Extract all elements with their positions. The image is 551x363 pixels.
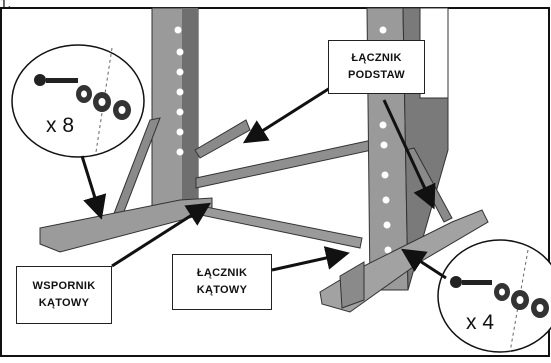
callout-angle-connector-line-2: KĄTOWY [196,284,248,296]
callout-base-connector-line-1: ŁĄCZNIK [351,52,402,64]
callout-angle-connector: ŁĄCZNIK KĄTOWY [172,254,272,310]
hardware-circle-bottom-right [437,239,551,353]
arrow-base-connector-left [242,86,331,144]
pointer-arrows [80,86,447,280]
hardware-circle-top-left [11,44,145,158]
step-number: 1. [0,0,12,12]
callout-angle-brace-line-2: KĄTOWY [38,297,90,309]
callout-angle-connector-line-1: ŁĄCZNIK [196,267,248,279]
bolt-icon [450,276,492,288]
quantity-label-top-left: x 8 [46,114,75,137]
callout-angle-brace: WSPORNIK KĄTOWY [16,266,112,324]
arrow-bottom-right-to-foot [400,248,447,280]
callout-base-connector-line-2: PODSTAW [348,69,405,81]
arrow-base-connector-right [382,99,436,210]
left-upright-column [151,7,199,209]
arrow-top-left-to-foot [80,155,107,220]
callout-angle-brace-line-1: WSPORNIK [32,280,96,292]
quantity-label-bottom-right: x 4 [466,311,495,334]
arrow-angle-connector [271,246,350,272]
callout-base-connector: ŁĄCZNIK PODSTAW [328,40,425,94]
arrow-angle-brace [111,202,212,268]
bolt-icon [34,74,78,86]
